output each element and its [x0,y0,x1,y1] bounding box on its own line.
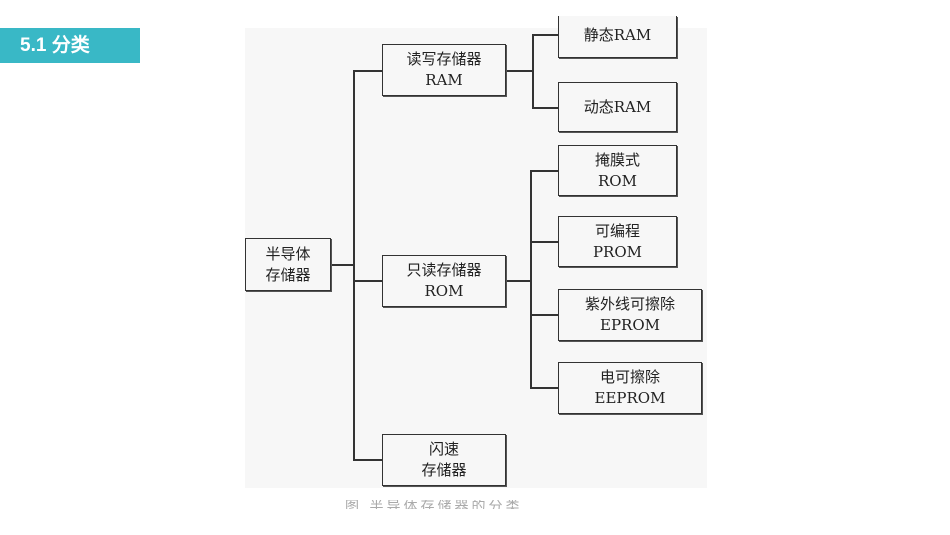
ram-node: 读写存储器 RAM [382,44,506,96]
ram-branch-to-dynamic-line [532,107,558,109]
root-node: 半导体 存储器 [245,238,331,291]
trunk-to-ram-line [353,70,382,72]
rom-mask-node-line2: ROM [598,171,637,190]
root-to-trunk-line [330,264,354,266]
ram-static-node-line1: 静态RAM [583,26,652,44]
rom-eeprom-node: 电可擦除 EEPROM [558,362,702,414]
ram-branch-to-static-line [532,34,558,36]
flash-node: 闪速 存储器 [382,434,506,486]
ram-branch-vertical-line [532,34,534,108]
rom-eprom-node-line1: 紫外线可擦除 [584,295,675,313]
rom-node: 只读存储器 ROM [382,255,506,307]
rom-mask-node: 掩膜式 ROM [558,145,677,196]
rom-node-line1: 只读存储器 [406,261,482,279]
ram-static-node: 静态RAM [558,16,677,58]
ram-dynamic-node-line1: 动态RAM [583,97,652,116]
ram-dynamic-node: 动态RAM [558,82,677,132]
rom-eprom-node: 紫外线可擦除 EPROM [558,289,702,341]
ram-to-branch-line [505,70,533,72]
root-node-line2: 存储器 [265,265,311,284]
rom-eeprom-node-line2: EEPROM [594,389,666,407]
rom-mask-node-line1: 掩膜式 [594,150,640,169]
trunk-to-rom-line [353,280,382,282]
rom-branch-vertical-line [530,170,532,388]
rom-node-line2: ROM [424,282,464,300]
rom-branch-to-eeprom-line [530,387,558,389]
ram-node-line2: RAM [425,71,463,89]
flash-node-line2: 存储器 [421,461,467,479]
rom-to-branch-line [505,280,531,282]
flash-node-line1: 闪速 [428,440,459,458]
rom-prom-node: 可编程 PROM [558,216,677,267]
rom-eeprom-node-line1: 电可擦除 [599,368,660,386]
rom-prom-node-line2: PROM [592,242,643,261]
root-node-line1: 半导体 [265,244,311,263]
section-label: 5.1 分类 [0,28,140,63]
rom-prom-node-line1: 可编程 [594,221,640,240]
diagram-caption: 图 半导体存储器的分类 [345,500,523,509]
ram-node-line1: 读写存储器 [406,50,482,68]
trunk-to-flash-line [353,459,382,461]
rom-eprom-node-line2: EPROM [600,316,660,334]
rom-branch-to-prom-line [530,241,558,243]
rom-branch-to-mask-line [530,170,558,172]
rom-branch-to-eprom-line [530,314,558,316]
trunk-vertical-line [353,70,355,460]
